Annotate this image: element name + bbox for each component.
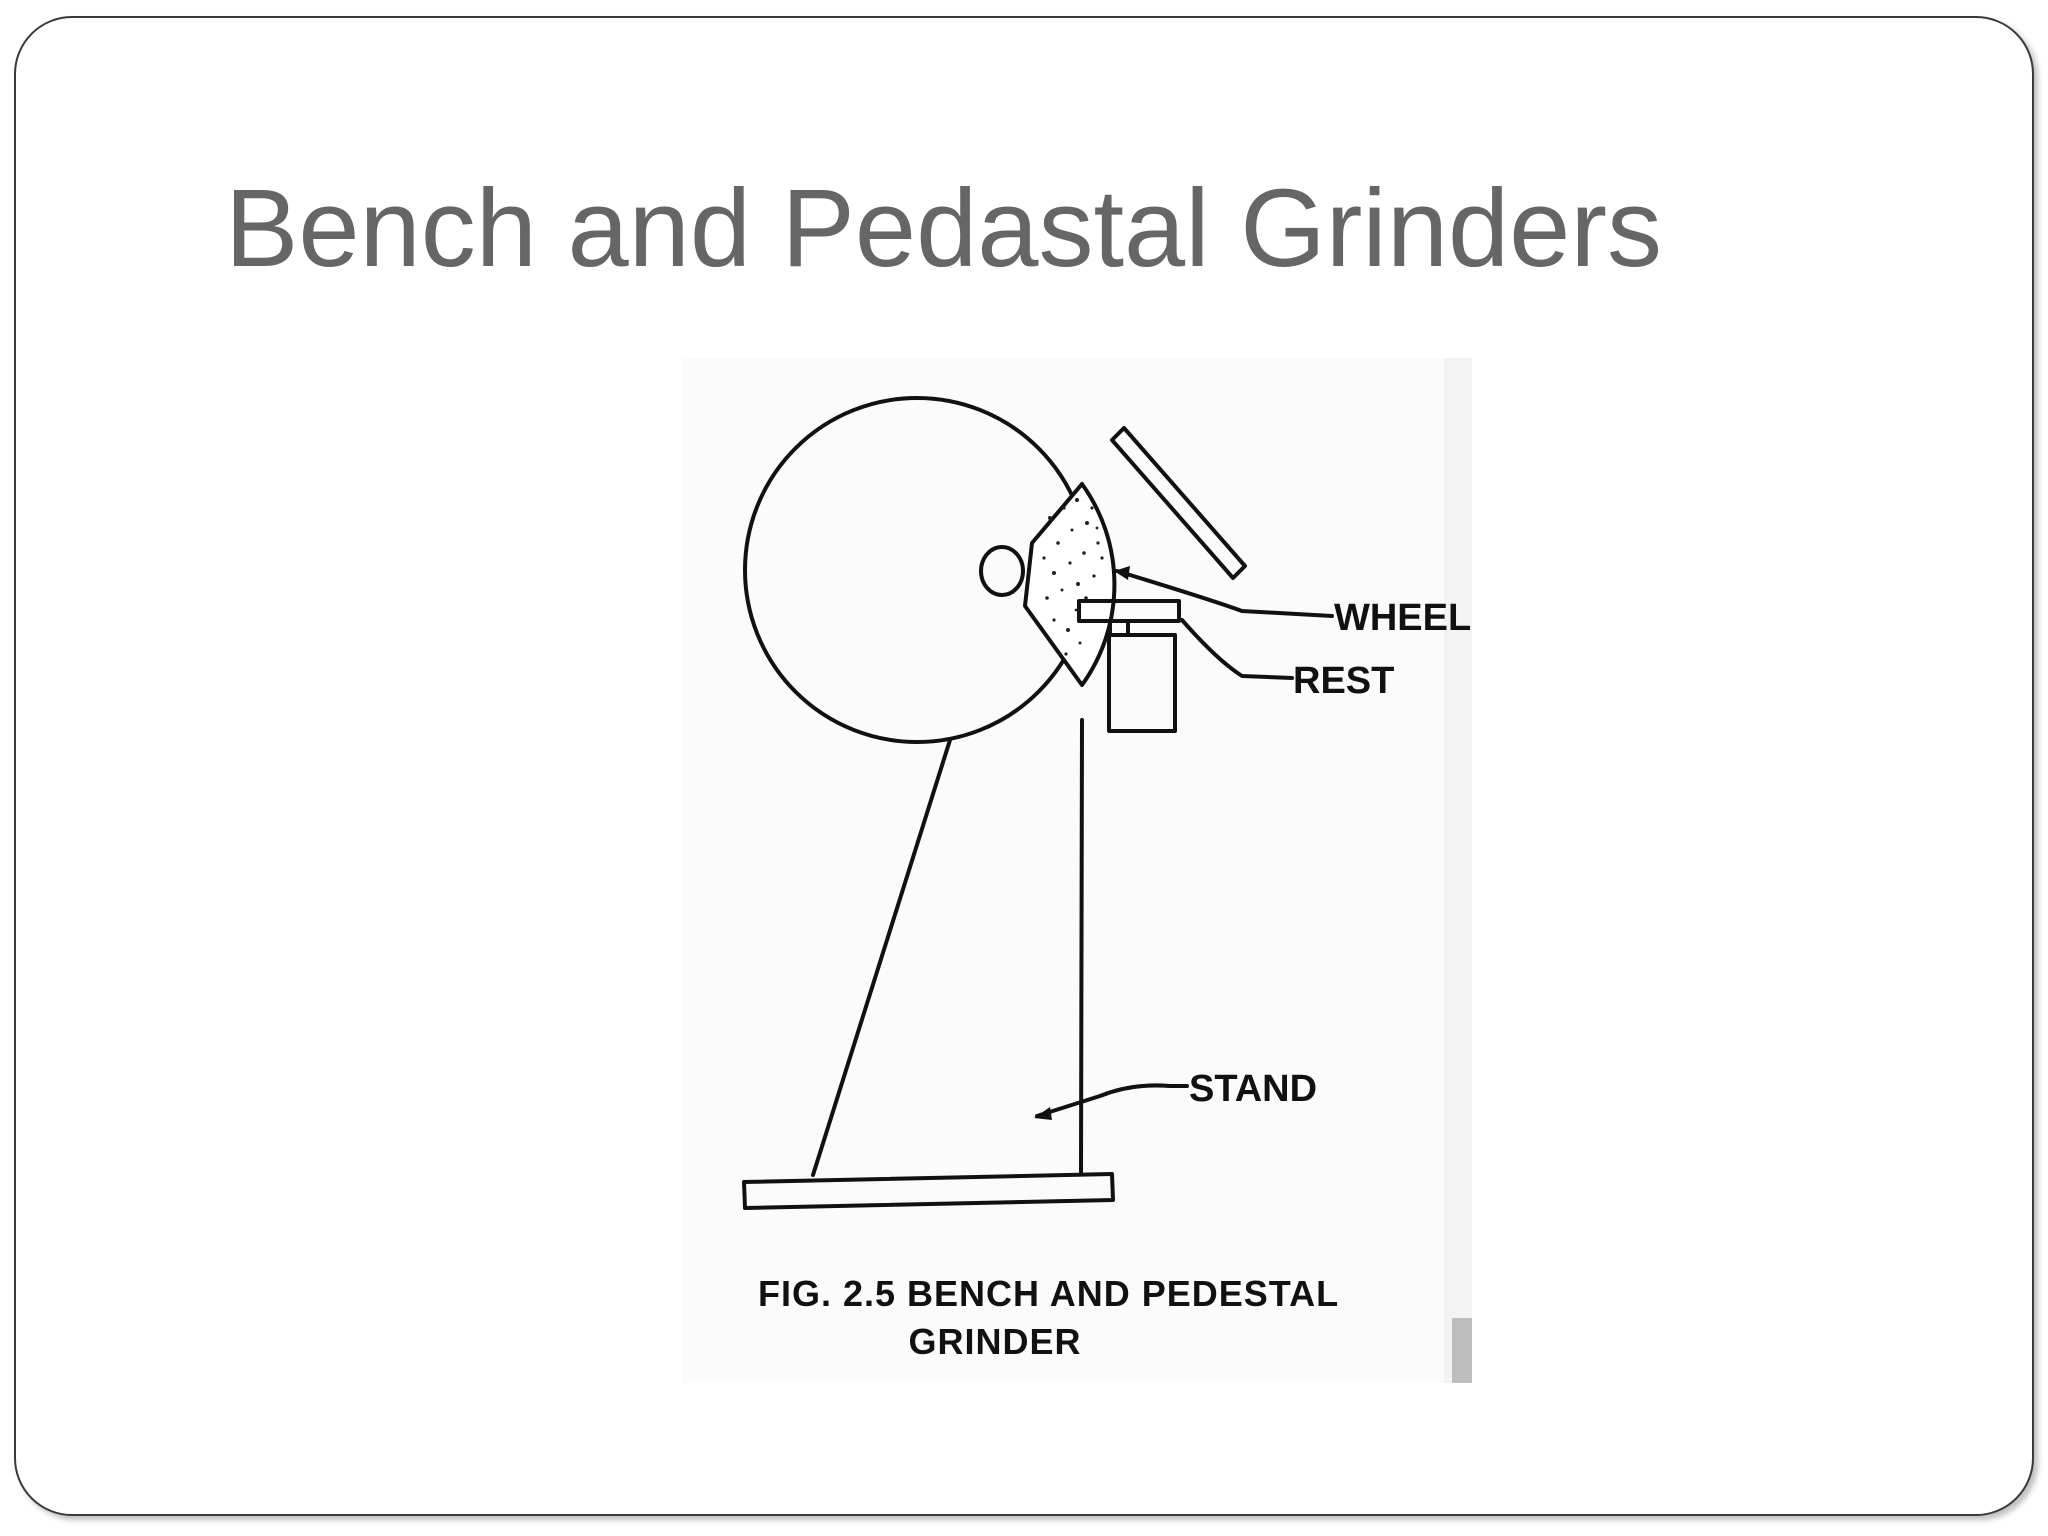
wheel-guard [1110,426,1247,580]
wheel-label: WHEEL [1334,597,1471,639]
scan-shadow [1452,1318,1472,1383]
wheel-grit-texture [1042,498,1104,656]
stand-left-leg [811,738,952,1177]
stand-label: STAND [1189,1068,1317,1110]
stand-leader-line [1035,1083,1189,1118]
stand-right-leg [1079,718,1084,1174]
scan-edge [1444,358,1472,1383]
tool-rest-bracket [1107,633,1177,733]
figure-caption-line1: FIG. 2.5 BENCH AND PEDESTAL [758,1273,1339,1314]
slide-title: Bench and Pedastal Grinders [225,167,1662,290]
stand-base [742,1172,1115,1210]
rest-leader-line [1180,618,1294,680]
tool-rest-neck [1108,619,1130,637]
grinder-diagram: WHEEL REST STAND FIG. 2.5 BENCH AND PEDE… [742,358,1472,1383]
wheel-leader-line [1115,569,1334,618]
stand-arrowhead [1034,1107,1052,1120]
grinder-figure: WHEEL REST STAND FIG. 2.5 BENCH AND PEDE… [682,358,1472,1383]
spindle-hole [979,545,1025,597]
figure-caption-line2: GRINDER [908,1321,1081,1362]
rest-label: REST [1293,660,1394,702]
wheel-arrowhead [1114,566,1130,580]
wheel-exposed-segment [1023,482,1117,687]
